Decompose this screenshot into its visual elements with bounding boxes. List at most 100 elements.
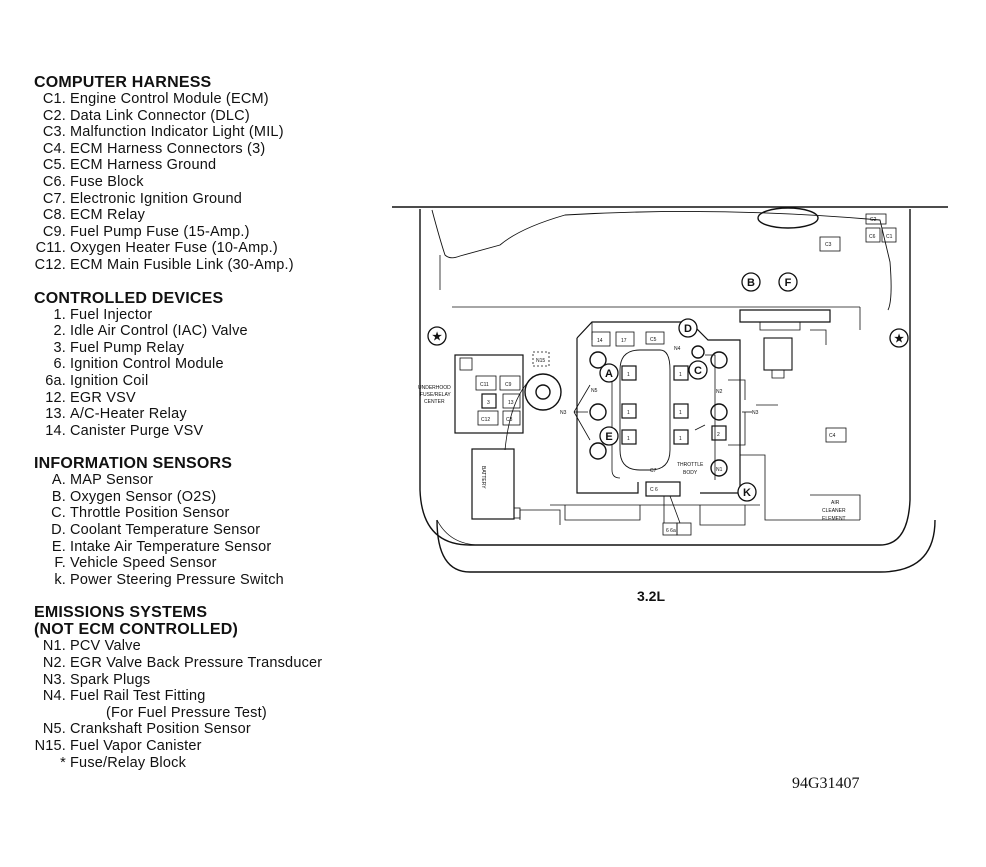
- section-title: INFORMATION SENSORS: [34, 455, 233, 473]
- c4-label: C4: [829, 433, 836, 439]
- legend-item-text: A/C-Heater Relay: [70, 406, 187, 423]
- sensor-k-label: K: [743, 487, 751, 499]
- legend-item-code: *: [60, 754, 66, 771]
- right-star-glyph: ★: [894, 333, 904, 345]
- legend-item: F.Vehicle Speed Sensor: [34, 555, 384, 572]
- figure-id: 94G31407: [792, 775, 860, 792]
- legend-item: *Fuse/Relay Block: [34, 755, 384, 772]
- legend-item-code: D.: [51, 522, 66, 539]
- legend-item: C4.ECM Harness Connectors (3): [34, 141, 384, 158]
- sensor-callouts: B F D A C E K: [599, 272, 798, 502]
- small-labels: UNDERHOOD FUSE/RELAY CENTER BATTERY THRO…: [418, 217, 893, 534]
- legend-item-code: 6a.: [45, 372, 66, 389]
- legend-item: C3.Malfunction Indicator Light (MIL): [34, 124, 384, 141]
- legend-item: C11.Oxygen Heater Fuse (10-Amp.): [34, 240, 384, 257]
- injector-1f-label: 1: [679, 436, 682, 442]
- injector-1d-label: 1: [679, 372, 682, 378]
- legend-item-code: C3.: [42, 124, 66, 141]
- legend-item-code: C2.: [42, 107, 66, 124]
- center-label: CENTER: [424, 399, 445, 405]
- sensor-b-marker: [741, 272, 761, 292]
- legend-item: C1.Engine Control Module (ECM): [34, 91, 384, 108]
- legend-item-text: ECM Harness Connectors (3): [70, 140, 266, 157]
- legend-item-code: C12.: [34, 256, 66, 273]
- legend-item: 6.Ignition Control Module: [34, 356, 384, 373]
- legend-item-code: A.: [51, 472, 66, 489]
- legend-item-text: Spark Plugs: [70, 671, 151, 688]
- left-mount-star-icon: [427, 326, 447, 346]
- c1-label: C1: [886, 234, 893, 240]
- legend-item: C12.ECM Main Fusible Link (30-Amp.): [34, 257, 384, 274]
- legend-item-code: N5.: [42, 721, 66, 738]
- c11-label: C11: [480, 382, 489, 388]
- section-emissions-systems: EMISSIONS SYSTEMS (NOT ECM CONTROLLED) N…: [34, 604, 384, 771]
- legend-item: 2.Idle Air Control (IAC) Valve: [34, 323, 384, 340]
- legend-item-text: Fuel Rail Test Fitting: [70, 688, 206, 705]
- battery-label: BATTERY: [480, 466, 486, 489]
- relay-14-label: 14: [597, 338, 603, 344]
- legend-item: N5.Crankshaft Position Sensor: [34, 721, 384, 738]
- legend-item-text: ECM Main Fusible Link (30-Amp.): [70, 256, 294, 273]
- legend-item-code: C4.: [42, 140, 66, 157]
- legend-item-text: Fuel Pump Relay: [70, 339, 185, 356]
- legend-item-text: Oxygen Sensor (O2S): [70, 488, 217, 505]
- legend-item: C9.Fuel Pump Fuse (15-Amp.): [34, 224, 384, 241]
- legend-item-code: k.: [54, 571, 66, 588]
- iac-valve-2-label: 2: [717, 432, 720, 438]
- legend-item-code: 14.: [45, 422, 66, 439]
- legend-item-code: 3.: [53, 339, 66, 356]
- legend-item-code: C7.: [42, 190, 66, 207]
- legend-item: 6a.Ignition Coil: [34, 373, 384, 390]
- section-title: EMISSIONS SYSTEMS (NOT ECM CONTROLLED): [34, 604, 238, 639]
- n3-left-label: N3: [560, 410, 567, 416]
- n4-label: N4: [674, 346, 681, 352]
- legend-item-text: ECM Relay: [70, 207, 146, 224]
- legend-item-code: N1.: [42, 638, 66, 655]
- injector-1b-label: 1: [627, 410, 630, 416]
- legend-item-text: Intake Air Temperature Sensor: [70, 538, 272, 555]
- legend-item: C8.ECM Relay: [34, 207, 384, 224]
- n5-label: N5: [591, 388, 598, 394]
- legend-item-text: Vehicle Speed Sensor: [70, 555, 217, 572]
- legend-item-text: MAP Sensor: [70, 472, 154, 489]
- injector-1a-label: 1: [627, 372, 630, 378]
- legend-item: N3.Spark Plugs: [34, 672, 384, 689]
- legend-item-code: B.: [51, 488, 66, 505]
- legend-item-text: Idle Air Control (IAC) Valve: [70, 323, 248, 340]
- legend-item-text: Crankshaft Position Sensor: [70, 721, 251, 738]
- section-computer-harness: COMPUTER HARNESS C1.Engine Control Modul…: [34, 74, 384, 274]
- legend-item-text: Ignition Control Module: [70, 356, 224, 373]
- legend-item-code: C6.: [42, 173, 66, 190]
- legend-item-code: 13.: [45, 406, 66, 423]
- sensor-k-marker: [737, 482, 757, 502]
- n1-label: N1: [716, 467, 723, 473]
- legend-item: C.Throttle Position Sensor: [34, 505, 384, 522]
- legend-item-text: Fuel Vapor Canister: [70, 738, 202, 754]
- legend-item-code: C8.: [42, 207, 66, 224]
- legend-item-code: C11.: [35, 240, 66, 257]
- legend-item: (For Fuel Pressure Test): [34, 705, 384, 722]
- legend-item-text: Oxygen Heater Fuse (10-Amp.): [70, 240, 278, 257]
- n15-label: N15: [536, 358, 545, 364]
- legend-item-code: C1.: [42, 91, 66, 107]
- air-label: AIR: [831, 500, 840, 506]
- c2-label: C2: [870, 217, 877, 223]
- left-star-glyph: ★: [432, 331, 442, 343]
- legend-item: k.Power Steering Pressure Switch: [34, 572, 384, 589]
- legend-item-text: Canister Purge VSV: [70, 422, 204, 439]
- legend-item-text: EGR Valve Back Pressure Transducer: [70, 655, 323, 672]
- legend-item-code: N2.: [42, 655, 66, 672]
- legend-item: 3.Fuel Pump Relay: [34, 340, 384, 357]
- legend-item-code: 1.: [53, 306, 66, 323]
- sensor-e-label: E: [605, 431, 612, 443]
- relay-17-label: 17: [621, 338, 627, 344]
- right-mount-star-icon: [889, 328, 909, 348]
- underhood-label: UNDERHOOD: [418, 385, 451, 391]
- legend-item: C2.Data Link Connector (DLC): [34, 108, 384, 125]
- sensor-a-label: A: [605, 368, 613, 380]
- legend-item: D.Coolant Temperature Sensor: [34, 522, 384, 539]
- legend-item-text: Fuse Block: [70, 173, 144, 190]
- legend-item: N1.PCV Valve: [34, 638, 384, 655]
